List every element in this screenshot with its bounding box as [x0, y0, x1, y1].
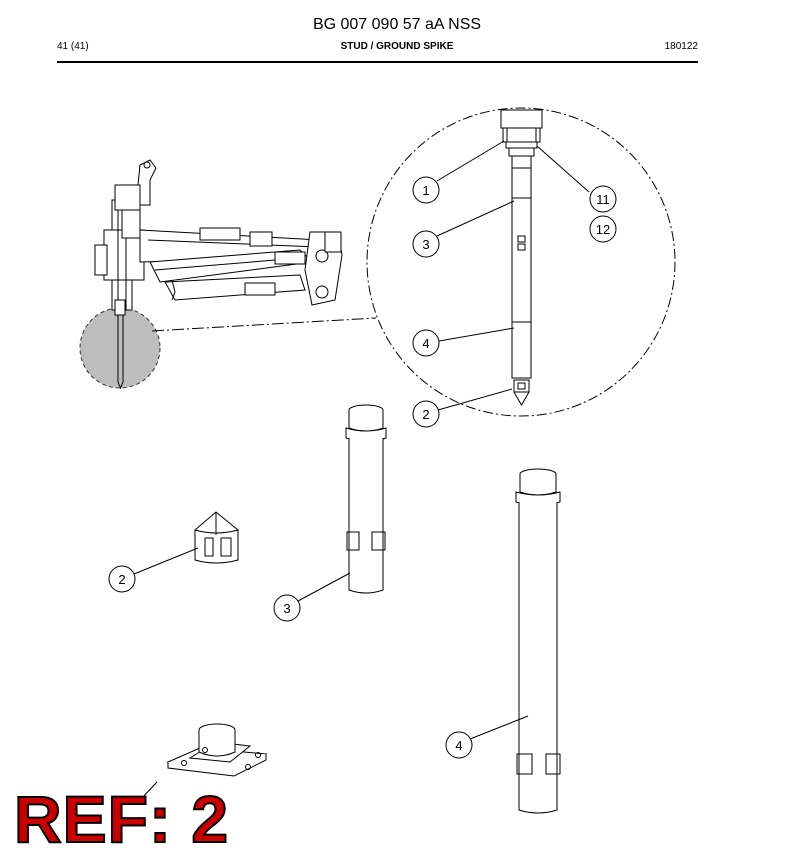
callout-text: 3: [422, 237, 429, 252]
section-title: STUD / GROUND SPIKE: [340, 41, 454, 52]
machine-overview: [79, 159, 343, 390]
header-rule: [57, 61, 698, 63]
detail-view: [366, 107, 676, 417]
callout-detail-3: [412, 230, 440, 258]
callout-text: 2: [422, 407, 429, 422]
callout-stud-short: [273, 594, 301, 622]
page-number: 41 (41): [57, 41, 89, 52]
callout-text: 4: [422, 336, 429, 351]
callout-stud-long: [445, 731, 473, 759]
callout-text: 11: [596, 192, 610, 207]
callout-detail-4: [412, 329, 440, 357]
leader-lines: [133, 140, 590, 801]
part-stud-short: [345, 404, 387, 594]
reference-label: REF: 2: [13, 782, 230, 856]
document-title: BG 007 090 57 aA NSS: [312, 16, 482, 33]
callout-text: 1: [422, 183, 429, 198]
detail-leader-line: [151, 317, 377, 332]
callout-detail-11: [589, 185, 617, 213]
part-spike: [194, 511, 239, 564]
detail-boundary: [366, 107, 676, 417]
callout-text: 4: [455, 738, 462, 753]
callout-spike: [108, 565, 136, 593]
callout-text: 2: [118, 572, 125, 587]
part-stud-long: [515, 468, 561, 814]
callout-detail-2: [412, 400, 440, 428]
callout-text: 12: [596, 222, 610, 237]
callout-detail-12: [589, 215, 617, 243]
highlight-circle: [79, 307, 161, 389]
date-code: 180122: [664, 41, 698, 52]
callout-text: 3: [283, 601, 290, 616]
callout-detail-1: [412, 176, 440, 204]
part-base-plate: [166, 723, 268, 777]
